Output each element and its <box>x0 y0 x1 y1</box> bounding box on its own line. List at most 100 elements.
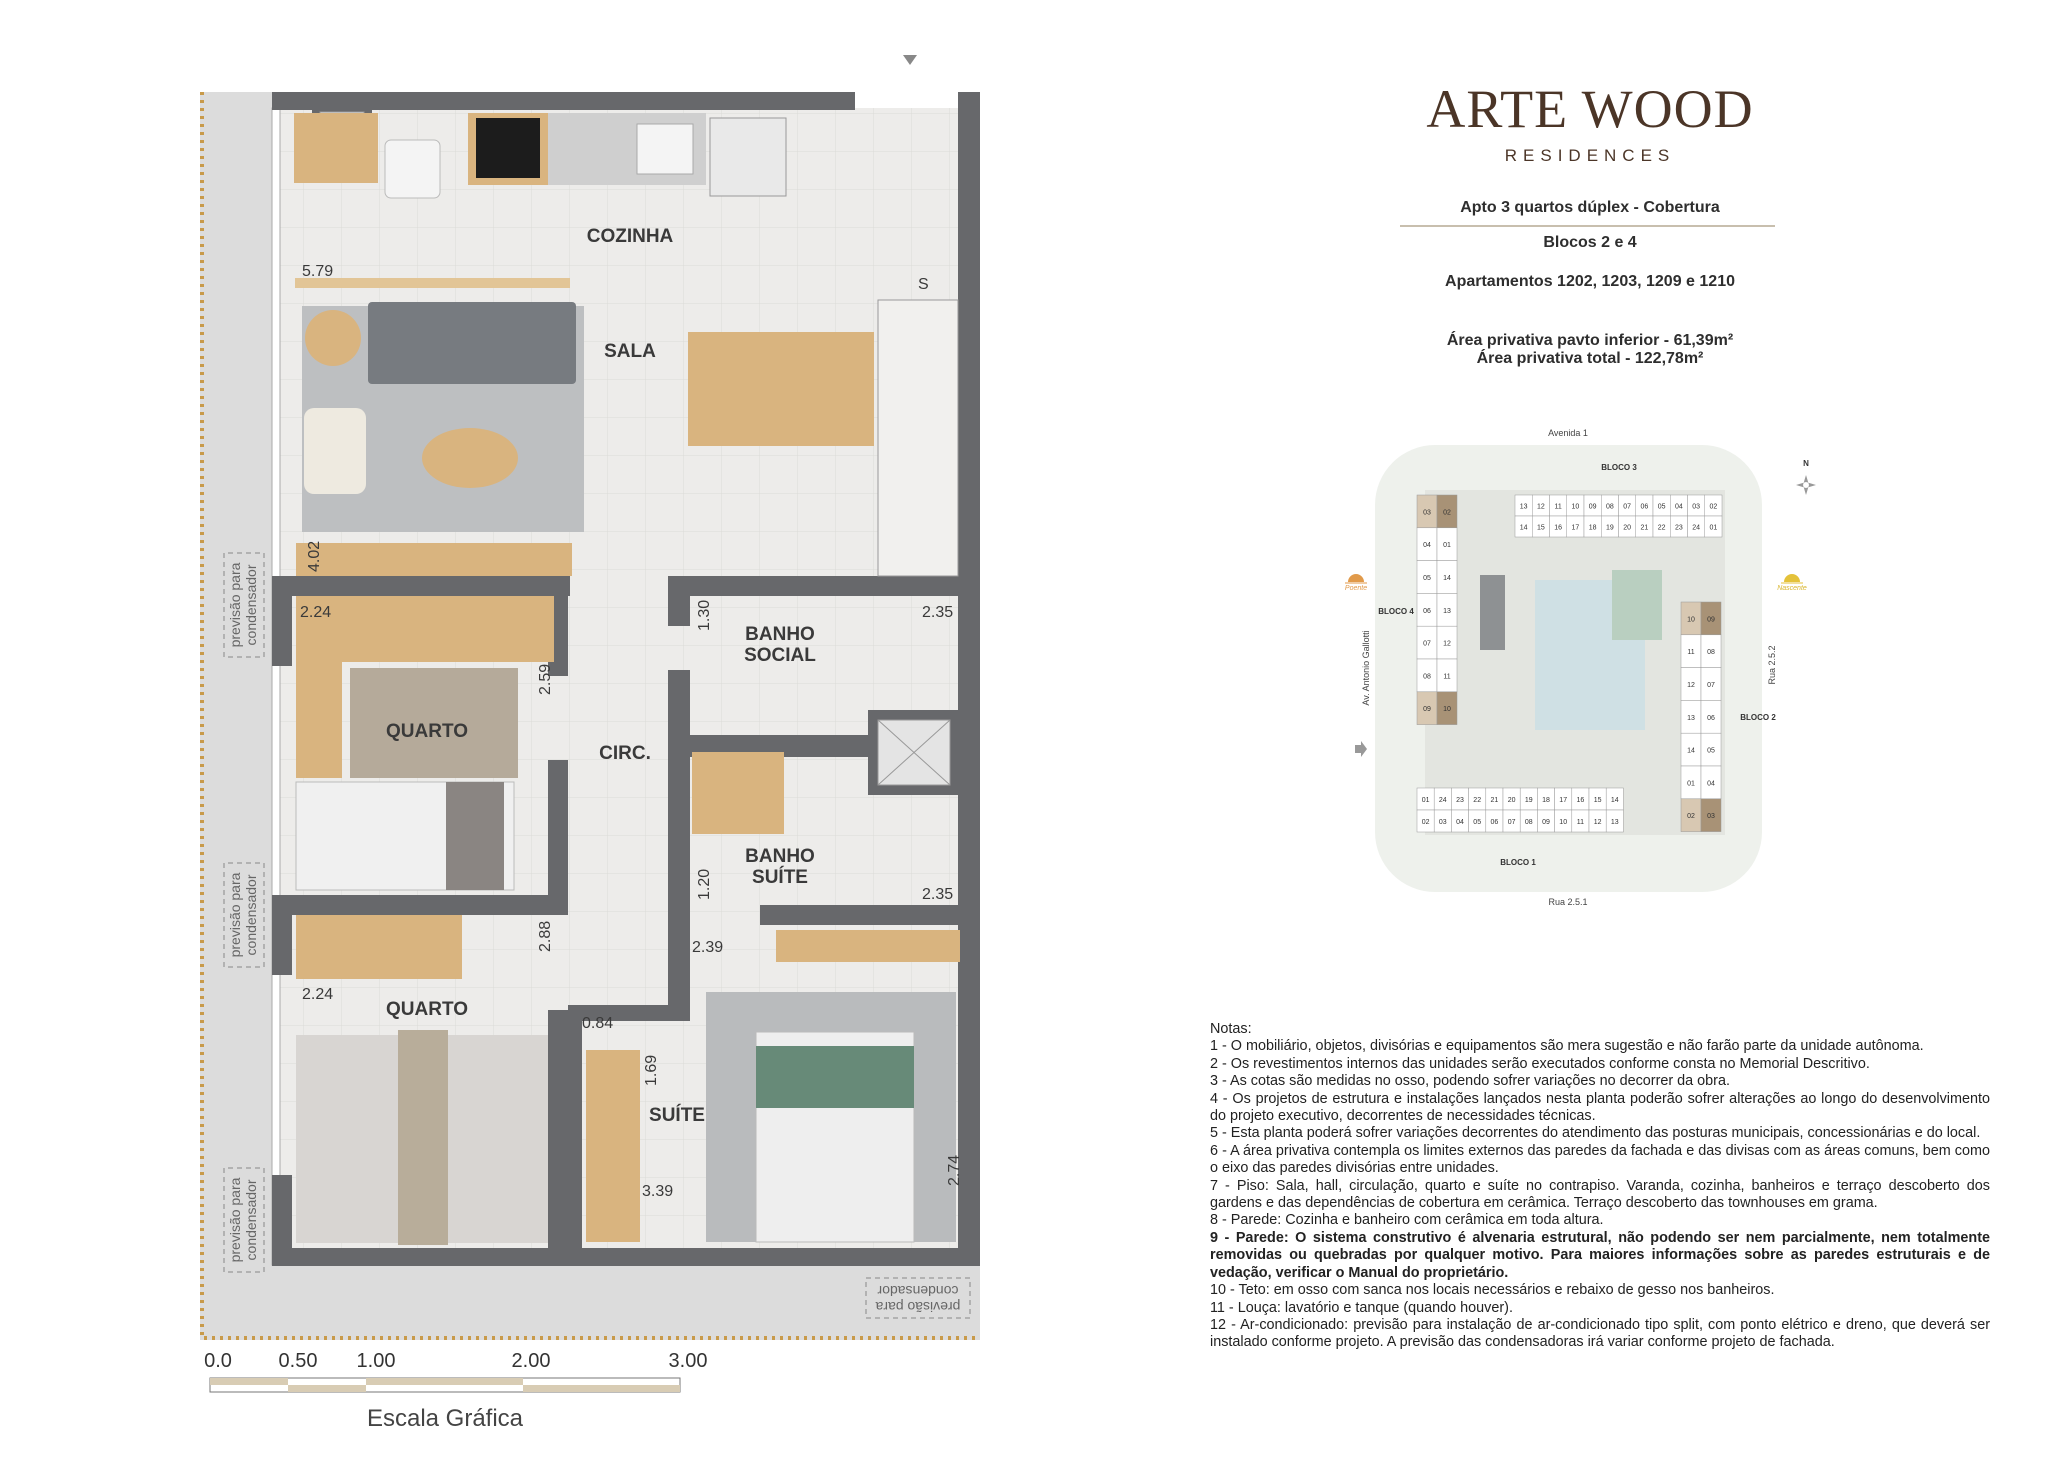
site-unit-number: 05 <box>1423 575 1431 582</box>
site-unit-number: 17 <box>1571 525 1579 532</box>
note-item-bold: 9 - Parede: O sistema construtivo é alve… <box>1210 1229 1990 1281</box>
site-unit-number: 09 <box>1707 616 1715 623</box>
site-unit-number: 06 <box>1423 608 1431 615</box>
dimension: 2.24 <box>300 604 331 621</box>
scale-tick: 2.00 <box>511 1350 551 1372</box>
scale-title: Escala Gráfica <box>366 1405 524 1432</box>
exterior-strip-left <box>200 92 272 1340</box>
furniture <box>294 113 960 1245</box>
site-unit-number: 04 <box>1423 542 1431 549</box>
site-unit-number: 21 <box>1640 525 1648 532</box>
sunset-icon <box>1345 574 1367 584</box>
cooktop <box>476 118 540 178</box>
room-label-bath-social: BANHO <box>745 624 815 645</box>
area-total: Área privativa total - 122,78m² <box>1476 350 1704 367</box>
note-item: 8 - Parede: Cozinha e banheiro com cerâm… <box>1210 1212 1604 1229</box>
site-unit-number: 05 <box>1473 819 1481 826</box>
room-label-bedroom-2: QUARTO <box>386 999 468 1020</box>
site-unit-number: 15 <box>1537 525 1545 532</box>
block-4-label: BLOCO 4 <box>1378 607 1414 616</box>
dimension: 1.69 <box>643 1055 660 1086</box>
site-unit-number: 07 <box>1423 641 1431 648</box>
bedroom-rug <box>350 668 518 778</box>
site-unit-number: 24 <box>1692 525 1700 532</box>
site-unit-number: 14 <box>1443 575 1451 582</box>
site-unit-number: 01 <box>1422 797 1430 804</box>
desk <box>296 660 342 778</box>
note-item: 2 - Os revestimentos internos das unidad… <box>1210 1055 1870 1072</box>
dimension: 0.84 <box>582 1015 613 1032</box>
divider <box>1400 225 1775 227</box>
site-unit-number: 11 <box>1554 504 1561 511</box>
entrance-arrow-icon <box>903 55 917 65</box>
scale-tick: 0.0 <box>204 1350 232 1372</box>
bed-throw <box>446 782 504 890</box>
kitchen-counter <box>294 113 378 183</box>
site-unit-number: 10 <box>1571 504 1579 511</box>
site-unit-number: 01 <box>1709 525 1717 532</box>
site-unit-number: 12 <box>1687 682 1695 689</box>
brand-logo: ARTE WOOD <box>1426 79 1754 139</box>
site-unit-number: 04 <box>1456 819 1464 826</box>
note-item: 7 - Piso: Sala, hall, circulação, quarto… <box>1210 1177 1990 1212</box>
site-unit-number: 17 <box>1559 797 1567 804</box>
site-unit-number: 09 <box>1423 706 1431 713</box>
block-3-label: BLOCO 3 <box>1601 463 1637 472</box>
laundry-sink <box>384 139 441 199</box>
site-unit-number: 02 <box>1422 819 1430 826</box>
street-right: Rua 2.5.2 <box>1767 645 1777 684</box>
svg-text:previsão para: previsão para <box>227 872 243 957</box>
block-1-label: BLOCO 1 <box>1500 858 1536 867</box>
closet <box>586 1050 640 1242</box>
vanity-suite <box>692 776 784 834</box>
site-unit <box>1700 798 1722 832</box>
street-left: Av. Antonio Gallotti <box>1361 630 1371 705</box>
exterior-strip-bottom <box>200 1265 980 1340</box>
site-unit-number: 18 <box>1589 525 1597 532</box>
notes: Notas: 1 - O mobiliário, objetos, divisó… <box>1210 1021 1990 1352</box>
dimension: 1.30 <box>696 600 713 631</box>
sunrise-icon <box>1781 574 1803 584</box>
apartments-info: Apartamentos 1202, 1203, 1209 e 1210 <box>1445 273 1735 290</box>
site-unit-number: 07 <box>1707 682 1715 689</box>
scale-tick: 1.00 <box>356 1350 396 1372</box>
west-label: Poente <box>1345 585 1367 592</box>
site-unit-number: 13 <box>1687 715 1695 722</box>
room-label-bedroom-1: QUARTO <box>386 721 468 742</box>
tv-panel <box>296 543 572 576</box>
svg-text:previsão para: previsão para <box>227 562 243 647</box>
site-unit-number: 22 <box>1658 525 1666 532</box>
site-unit-number: 09 <box>1542 819 1550 826</box>
site-unit-number: 13 <box>1611 819 1619 826</box>
site-unit-number: 02 <box>1443 509 1451 516</box>
side-table <box>305 310 361 366</box>
site-unit-number: 14 <box>1520 525 1528 532</box>
site-unit-number: 01 <box>1443 542 1451 549</box>
wardrobe-1 <box>296 596 554 662</box>
site-unit-number: 03 <box>1439 819 1447 826</box>
site-unit-number: 08 <box>1606 504 1614 511</box>
dimension: 3.39 <box>642 1183 673 1200</box>
suite-tv-panel <box>776 930 960 962</box>
svg-text:condensador: condensador <box>243 564 259 645</box>
room-label-bath-suite-2: SUÍTE <box>752 866 808 888</box>
brand-subtitle: RESIDENCES <box>1504 146 1676 165</box>
site-unit-number: 19 <box>1525 797 1533 804</box>
area-lower: Área privativa pavto inferior - 61,39m² <box>1446 332 1734 349</box>
east-label: Nascente <box>1777 585 1807 592</box>
site-unit-number: 12 <box>1594 819 1602 826</box>
scale-tick: 3.00 <box>668 1350 708 1372</box>
svg-text:condensador: condensador <box>877 1283 958 1299</box>
room-label-circulation: CIRC. <box>599 743 651 764</box>
site-unit-number: 16 <box>1554 525 1562 532</box>
site-unit-number: 24 <box>1439 797 1447 804</box>
bed-blanket <box>756 1046 914 1108</box>
street-bottom: Rua 2.5.1 <box>1548 897 1587 907</box>
dimension: 1.20 <box>696 869 713 900</box>
dimension: 2.24 <box>302 986 333 1003</box>
dimension: 5.79 <box>302 263 333 280</box>
site-unit-number: 07 <box>1508 819 1516 826</box>
site-unit <box>1605 809 1624 833</box>
